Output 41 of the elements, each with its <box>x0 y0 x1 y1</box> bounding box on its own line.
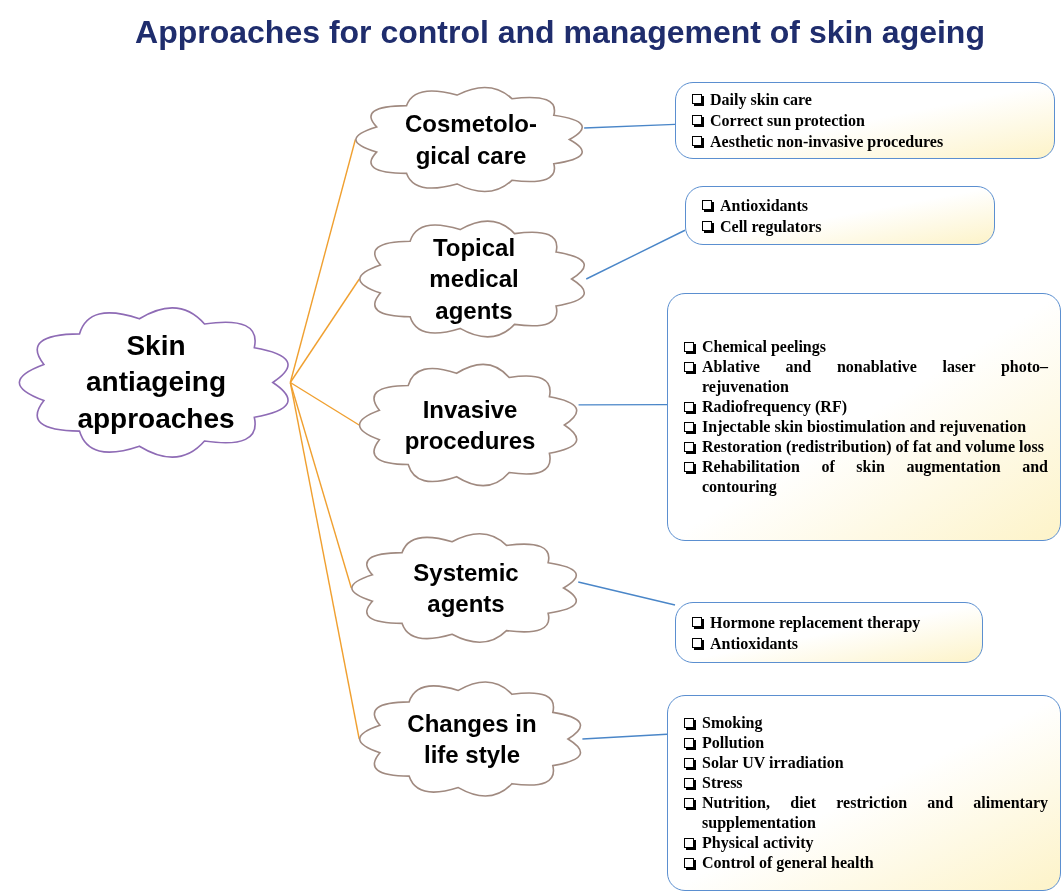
connector-line <box>289 381 352 589</box>
list-item: Smoking <box>702 713 763 733</box>
list-item: Stress <box>702 773 743 793</box>
list-item: Aesthetic non-invasive procedures <box>710 132 944 152</box>
connector-line <box>585 229 686 280</box>
callout-box <box>667 695 1061 891</box>
cloud-label: Systemic agents <box>412 557 520 619</box>
cloud-label: Invasive procedures <box>403 394 537 456</box>
list-item: Chemical peelings <box>702 337 826 357</box>
callout-box <box>675 602 983 663</box>
list-item: Radiofrequency (RF) <box>702 397 848 417</box>
list-item: Cell regulators <box>720 216 822 237</box>
connector-line <box>583 123 676 129</box>
list-item: Pollution <box>702 733 765 753</box>
list-item: Restoration (redistribution) of fat and volume loss <box>702 437 1044 457</box>
connector-line <box>577 581 676 606</box>
connector-line <box>289 381 360 426</box>
list-item: Ablative and nonablative laser photo– rejuvenation <box>702 357 1048 397</box>
callout-box <box>675 82 1055 159</box>
connector-line <box>577 403 668 406</box>
list-item: Solar UV irradiation <box>702 753 844 773</box>
list-item: Injectable skin biostimulation and rejuvenation <box>702 417 1027 437</box>
list-item: Correct sun protection <box>710 111 865 131</box>
cloud-label: Topical medical agents <box>428 233 520 326</box>
diagram-title: Approaches for control and management of skin ageing <box>134 13 986 52</box>
list-item: Rehabilitation of skin augmentation and contouring <box>702 457 1048 497</box>
list-item: Physical activity <box>702 833 814 853</box>
connector-line <box>289 381 360 740</box>
callout-box <box>667 293 1061 541</box>
list-item: Antioxidants <box>720 195 809 216</box>
list-item: Daily skin care <box>710 90 812 110</box>
cloud-label: Changes in life style <box>406 708 538 770</box>
connector-line <box>289 278 360 384</box>
list-item: Hormone replacement therapy <box>710 612 921 633</box>
connector-line <box>289 138 357 384</box>
list-item: Antioxidants <box>710 633 799 654</box>
list-item: Nutrition, diet restriction and alimentary supplementation <box>702 793 1048 833</box>
cloud-label: Skin antiageing approaches <box>76 328 236 436</box>
callout-box <box>685 186 995 245</box>
cloud-label: Cosmetolo- gical care <box>404 109 538 171</box>
list-item: Control of general health <box>702 853 874 873</box>
